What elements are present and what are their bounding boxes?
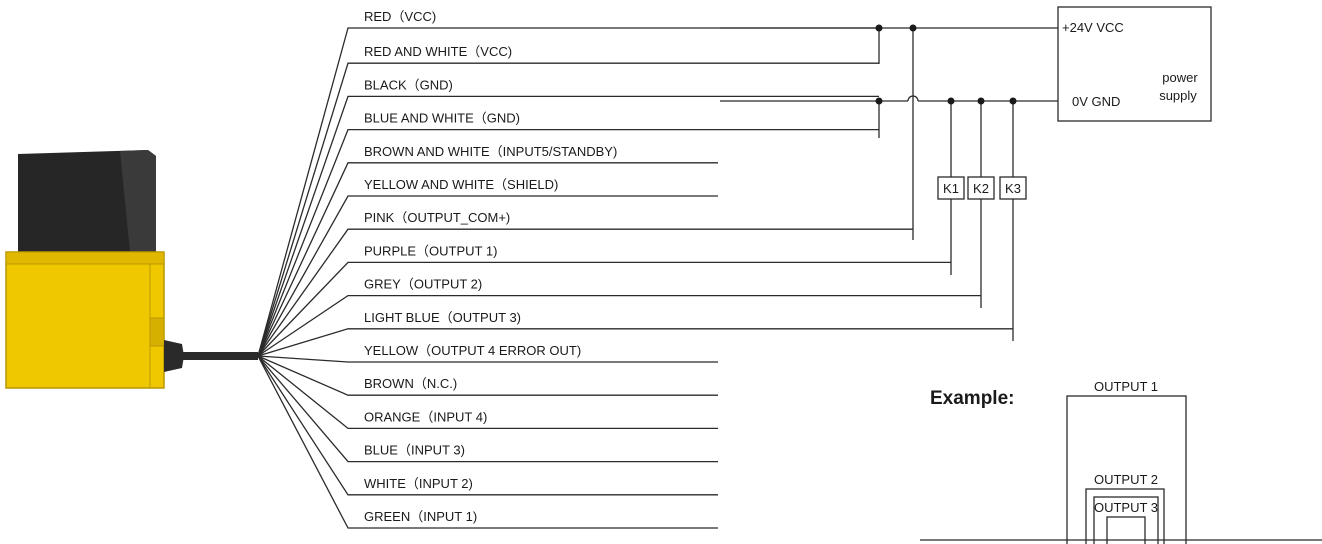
example-section: Example: OUTPUT 1 OUTPUT 2 OUTPUT 3: [920, 379, 1322, 544]
scanner-body-top-rim: [5, 251, 165, 265]
wire-12: [257, 355, 718, 430]
relay-k3: K3: [999, 176, 1027, 200]
wire-4: [257, 162, 718, 357]
wire-7: [257, 261, 951, 357]
wire-label-group: RED（VCC) RED AND WHITE（VCC) BLACK（GND) BLUE…: [364, 9, 617, 524]
wire-8: [257, 294, 981, 357]
junction-dot: [909, 24, 917, 32]
wire-6: [257, 228, 913, 357]
wire-13: [257, 355, 718, 463]
zone-output-3-label: OUTPUT 3: [1094, 500, 1158, 515]
vcc-terminal-label: +24V VCC: [1062, 20, 1124, 35]
power-supply-name-line2: supply: [1159, 88, 1197, 103]
bus-lines: [720, 24, 1058, 341]
cable: [182, 352, 258, 360]
relay-k1: K1: [937, 176, 965, 200]
wire-label: BLUE AND WHITE（GND): [364, 111, 520, 126]
zone-output-3: [1093, 496, 1159, 544]
wire-label: YELLOW（OUTPUT 4 ERROR OUT): [364, 343, 581, 358]
example-title: Example:: [930, 388, 1014, 409]
wire-label: BROWN AND WHITE（INPUT5/STANDBY): [364, 144, 617, 159]
wire-label: WHITE（INPUT 2): [364, 476, 473, 491]
wire-label: BROWN（N.C.): [364, 376, 457, 391]
zone-output-1: [1066, 395, 1187, 544]
junction-dot: [875, 24, 883, 32]
zone-output-2: [1085, 488, 1165, 544]
sensor-marker: [1106, 516, 1146, 544]
wire-5: [257, 195, 718, 357]
wire-9: [257, 328, 1013, 357]
wire-label: ORANGE（INPUT 4): [364, 409, 487, 424]
wire-11: [257, 355, 718, 396]
wire-label: LIGHT BLUE（OUTPUT 3): [364, 310, 521, 325]
cable-gland: [164, 340, 184, 372]
wire-label: BLACK（GND): [364, 77, 453, 92]
wire-label: GREY（OUTPUT 2): [364, 277, 482, 292]
power-supply-name-line1: power: [1162, 70, 1198, 85]
scanner-body: [5, 251, 165, 389]
power-supply: +24V VCC 0V GND power supply: [1057, 6, 1212, 122]
wire-2: [257, 95, 879, 357]
gnd-terminal-label: 0V GND: [1072, 94, 1120, 109]
junction-dot: [875, 97, 883, 105]
relay-group: K1 K2 K3: [937, 176, 1027, 200]
wire-label: PINK（OUTPUT_COM+): [364, 210, 510, 225]
laser-scanner-device: [5, 150, 258, 389]
svg-text:K2: K2: [973, 181, 989, 196]
relay-k2: K2: [967, 176, 995, 200]
junction-dot: [947, 97, 955, 105]
wire-1: [257, 62, 879, 357]
wire-label: RED AND WHITE（VCC): [364, 44, 512, 59]
power-supply-box: [1057, 6, 1212, 122]
scanner-cap: [18, 150, 156, 252]
scanner-side-panel: [149, 317, 165, 347]
scanner-cap-highlight: [120, 150, 156, 252]
zone-output-1-label: OUTPUT 1: [1094, 379, 1158, 394]
junction-dot: [1009, 97, 1017, 105]
wire-label: RED（VCC): [364, 9, 436, 24]
svg-text:K1: K1: [943, 181, 959, 196]
wire-group: [257, 27, 1013, 529]
wire-15: [257, 355, 718, 529]
wire-label: YELLOW AND WHITE（SHIELD): [364, 177, 558, 192]
wire-label: PURPLE（OUTPUT 1): [364, 243, 497, 258]
wire-0: [257, 27, 879, 357]
svg-text:K3: K3: [1005, 181, 1021, 196]
zone-output-2-label: OUTPUT 2: [1094, 472, 1158, 487]
wire-10: [257, 355, 718, 363]
wire-14: [257, 355, 718, 496]
wire-label: BLUE（INPUT 3): [364, 443, 465, 458]
wire-3: [257, 128, 879, 357]
junction-dot: [977, 97, 985, 105]
wire-label: GREEN（INPUT 1): [364, 509, 477, 524]
